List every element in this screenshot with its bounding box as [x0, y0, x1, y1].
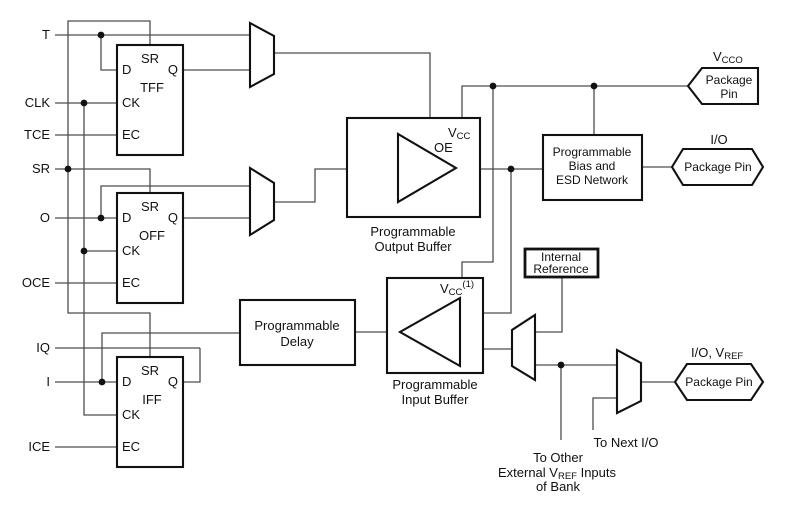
signal-label-oce: OCE — [22, 275, 51, 290]
junction-dot-clk-off — [80, 247, 88, 255]
junction-dot-clk — [80, 99, 88, 107]
iff-pin-ck-label: CK — [122, 407, 140, 422]
off-pin-ec-label: EC — [122, 275, 140, 290]
junction-dot-o — [97, 214, 105, 222]
io-vref-label: I/O, VREF — [691, 345, 743, 362]
io-vref-pin-mux — [615, 348, 643, 415]
delay-label-1: Programmable — [254, 318, 339, 333]
io-pin-label: I/O — [710, 132, 727, 147]
note-bank-line-3: of Bank — [536, 479, 581, 494]
output-buffer-triangle-icon — [396, 132, 459, 204]
wire-iff-q-loop — [183, 348, 201, 383]
iff-pin-q-label: Q — [168, 374, 178, 389]
io-package-pin-shape — [670, 147, 765, 187]
off-pin-ck-label: CK — [122, 243, 140, 258]
signal-label-t: T — [42, 27, 50, 42]
input-buffer-vcc-label: VCC(1) — [440, 279, 474, 298]
tff-pin-sr-label: SR — [141, 51, 159, 66]
output-buffer-caption-1: Programmable — [370, 224, 455, 239]
junction-dot-i — [98, 378, 106, 386]
internal-reference-box — [523, 247, 600, 279]
wire-vcc-rail-to-vcco — [461, 85, 688, 118]
wire-next-io-stub — [592, 397, 617, 430]
wire-t-to-tff-d — [100, 35, 117, 71]
vcco-pin-text-2: Pin — [720, 87, 737, 101]
signal-label-iq: IQ — [36, 340, 50, 355]
wire-sr-to-off — [55, 168, 151, 193]
off-pin-q-label: Q — [168, 210, 178, 225]
input-buffer-caption-2: Input Buffer — [402, 392, 470, 407]
vcco-pin-text-1: Package — [706, 73, 753, 87]
vref-select-mux — [510, 313, 537, 382]
bias-label-1: Programmable — [553, 145, 632, 159]
tff-pin-q-label: Q — [168, 62, 178, 77]
off-box — [115, 191, 185, 305]
wire-o-bypass — [100, 185, 250, 218]
note-bank-line-2: External VREF Inputs — [498, 465, 617, 482]
bias-label-2: Bias and — [569, 159, 616, 173]
bias-label-3: ESD Network — [556, 173, 629, 187]
tff-pin-ec-label: EC — [122, 127, 140, 142]
iff-name-label: IFF — [142, 392, 162, 407]
tff-pin-d-label: D — [122, 62, 131, 77]
vcco-package-pin-shape — [686, 66, 760, 106]
signal-label-sr: SR — [32, 161, 50, 176]
signal-label-tce: TCE — [24, 127, 50, 142]
tff-box — [115, 43, 185, 157]
signal-label-clk: CLK — [25, 95, 51, 110]
signal-label-ice: ICE — [28, 439, 50, 454]
input-buffer-caption-1: Programmable — [392, 377, 477, 392]
wire-clk-rail — [83, 103, 117, 416]
delay-label-2: Delay — [280, 334, 314, 349]
off-name-label: OFF — [139, 228, 165, 243]
iff-pin-d-label: D — [122, 374, 131, 389]
output-buffer-caption-2: Output Buffer — [374, 239, 452, 254]
output-buffer-vcc-label: VCC — [448, 125, 471, 142]
vcco-label: VCCO — [713, 49, 743, 66]
tff-pin-ck-label: CK — [122, 95, 140, 110]
junction-dot-sr — [64, 165, 72, 173]
tff-name-label: TFF — [140, 80, 164, 95]
internal-ref-label-2: Reference — [533, 262, 589, 276]
junction-dot-t — [97, 31, 105, 39]
io-vref-package-pin-shape — [673, 362, 765, 402]
off-output-mux — [248, 166, 276, 237]
junction-dot-vcc — [489, 82, 497, 90]
junction-dot-vref — [557, 361, 565, 369]
note-bank-line-1: To Other — [533, 450, 584, 465]
bias-esd-box — [541, 133, 644, 202]
off-pin-sr-label: SR — [141, 199, 159, 214]
programmable-delay-box — [238, 298, 357, 367]
junction-dot-pad — [507, 165, 515, 173]
tff-output-mux — [248, 21, 276, 89]
note-to-next-io: To Next I/O — [593, 435, 658, 450]
iff-pin-sr-label: SR — [141, 363, 159, 378]
off-pin-d-label: D — [122, 210, 131, 225]
wire-delay-out — [101, 332, 240, 382]
wire-vcc-to-ibuf — [461, 86, 494, 280]
iff-box — [115, 355, 185, 469]
iff-pin-ec-label: EC — [122, 439, 140, 454]
signal-label-o: O — [40, 210, 50, 225]
output-buffer-oe-label: OE — [434, 140, 453, 155]
wire-intref-to-mux — [535, 277, 563, 333]
internal-ref-label-1: Internal — [541, 250, 581, 264]
io-pin-text: Package Pin — [684, 160, 751, 174]
io-vref-pin-text: Package Pin — [685, 375, 752, 389]
input-buffer-triangle-icon — [397, 296, 462, 368]
junction-dot-vcco-rail — [590, 82, 598, 90]
signal-label-i: I — [46, 374, 50, 389]
